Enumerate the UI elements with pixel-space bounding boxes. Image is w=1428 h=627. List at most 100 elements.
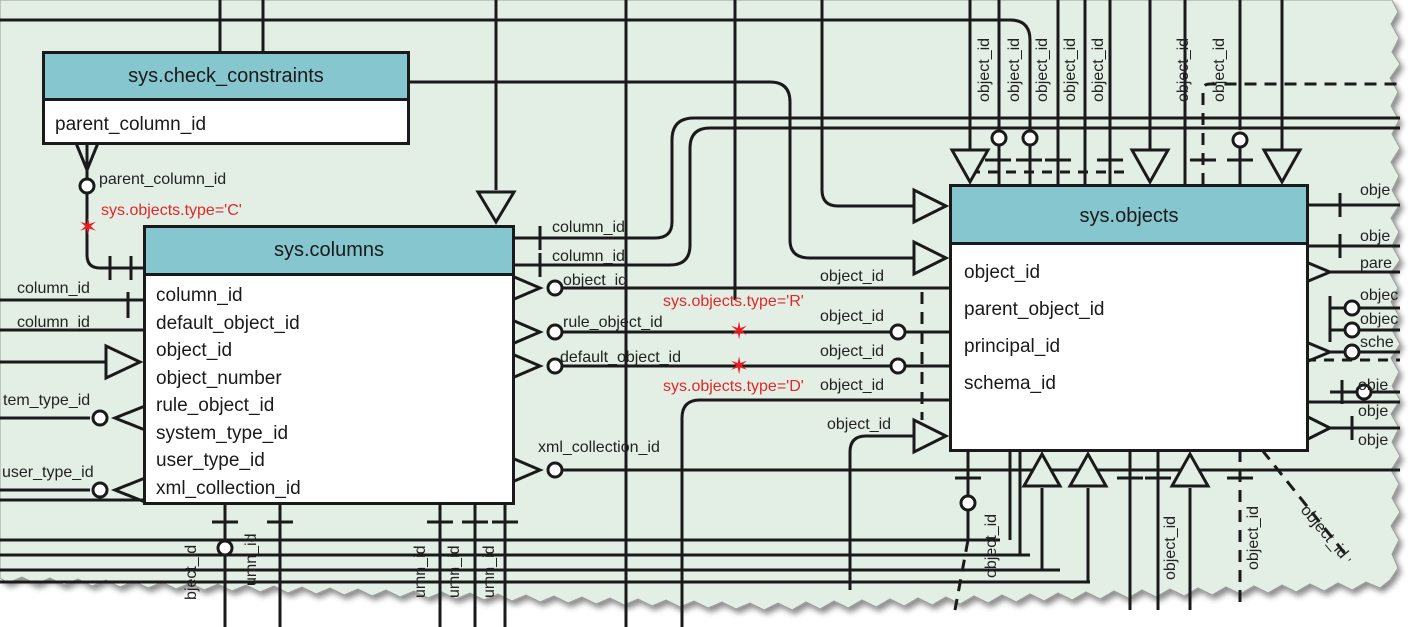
label-user-type-id: user_type_id [2,464,94,481]
optional-circle-right-1 [1343,299,1361,317]
label-column-id-right-2: column_id [552,248,625,265]
vlabel-object-id-bottom-3: object_id [1245,505,1262,570]
label-object-id-objects-1: object_id [820,268,885,285]
optional-circle-user-type [91,481,109,499]
triangle-objects-bottom-1 [1021,450,1063,488]
optional-circle-default [546,357,564,375]
triangle-objects-left-2 [912,239,950,277]
column-rule-object-id: rule_object_id [156,395,275,416]
optional-circle-rule-end [889,323,907,341]
optional-circle-right-2 [1343,321,1361,339]
label-right-objec-1: objec [1360,287,1399,304]
entity-check-constraints[interactable]: sys.check_constraints parent_column_id [42,51,410,145]
column-system-type-id: system_type_id [156,422,289,444]
crowfoot-right-1 [1305,260,1334,284]
optional-circle-obj-top-1 [990,129,1008,147]
column-schema-id: schema_id [964,373,1056,394]
optional-circle-obj-bottom [959,494,977,512]
triangle-objects-left-3 [912,417,950,455]
vlabel-umn-id-3: umn_id [446,545,463,598]
triangle-objects-left-1 [912,187,950,225]
label-right-obje-4: obje [1358,403,1389,420]
label-right-sche: sche [1360,334,1394,351]
label-left-column-id-1: column_id [17,280,90,297]
column-object-number: object_number [156,367,282,389]
optional-circle-obj-top-3 [1231,131,1249,149]
optional-circle-bottom [216,539,234,557]
loop-line-2 [512,126,1400,267]
obj-bottom-dashed-3 [1260,449,1352,561]
column-parent-object-id: parent_object_id [964,299,1105,320]
label-parent-column-id: parent_column_id [99,171,227,188]
entity-title: sys.columns [146,228,512,276]
crowfoot-system-type [110,404,146,432]
vlabel-object-id-7: object_id [1211,37,1228,102]
vlabel-umn-id-2: umn_id [412,545,429,598]
crowfoot-object-id [511,274,544,302]
check-to-columns-line [85,143,145,270]
column-object-id: object_id [964,262,1041,283]
column-principal-id: principal_id [964,336,1061,357]
top-vertical-6 [820,0,916,208]
column-xml-collection-id: xml_collection_id [156,477,301,499]
top-curve-1 [0,18,1032,130]
column-user-type-id: user_type_id [156,450,265,471]
label-constraint-type-r: sys.objects.type='R' [663,293,804,310]
vlabel-object-id-6: object_id [1175,37,1192,102]
triangle-columns-top [475,190,517,225]
entity-title: sys.objects [952,187,1306,245]
optional-circle-right-4 [1355,383,1373,401]
optional-circle-rule [546,323,564,341]
vlabel-object-id-1: object_id [976,37,993,102]
vlabel-object-id-bottom-1: object_id [983,513,1000,578]
entity-columns[interactable]: sys.columns column_id default_object_id … [143,225,515,505]
crowfoot-xml [511,456,544,484]
crowfoot-rule [511,318,544,346]
entity-objects[interactable]: sys.objects object_id parent_object_id p… [949,184,1309,452]
loop-line-1 [512,116,1400,240]
crowfoot-right-3 [1305,414,1334,442]
vlabel-object-id-bottom-2: object_id [1162,515,1179,580]
object-id-relation-5 [848,434,916,590]
label-left-column-id-2: column_id [17,314,90,331]
optional-circle-right-3 [1343,343,1361,361]
vlabel-umn-id-1: umn_id [243,533,260,586]
optional-circle-check [78,177,96,195]
crowfoot-user-type [110,476,146,504]
column-object-id: object_id [156,340,233,361]
column-parent-column-id: parent_column_id [55,114,207,135]
label-right-objec-2: objec [1360,311,1399,328]
optional-circle-xml [546,461,564,479]
vlabel-object-id-2: object_id [1006,37,1023,102]
vlabel-object-id-3: object_id [1034,37,1051,102]
column-column-id: column_id [156,285,243,306]
entity-title: sys.check_constraints [45,54,407,101]
obj-bottom-dashed-2 [953,539,970,611]
label-constraint-type-c: sys.objects.type='C' [101,202,242,219]
vlabel-object-id-4: object_id [1062,37,1079,102]
label-item-type-id: tem_type_id [3,392,91,409]
optional-circle-system-type [91,409,109,427]
label-object-id-objects-3: object_id [820,343,885,360]
label-column-id-right-1: column_id [552,219,625,236]
triangle-objects-top-3 [1261,148,1303,186]
optional-circle-default-end [889,357,907,375]
vlabel-umn-id-4: umn_id [481,545,498,598]
crowfoot-check [74,142,100,174]
label-xml-collection-id: xml_collection_id [538,439,660,456]
vlabel-object-id-5: object_id [1090,37,1107,102]
triangle-objects-bottom-2 [1067,450,1109,488]
dashed-top-right [1201,82,1400,185]
crowfoot-default [511,352,544,380]
label-right-obje-3: obje [1358,377,1389,394]
label-object-id-objects-4: object_id [820,377,885,394]
object-id-relation-4 [680,398,950,627]
label-right-obje-5: obje [1358,432,1389,449]
triangle-objects-top-2 [1129,148,1171,186]
label-object-id-objects-2: object_id [820,308,885,325]
label-right-pare: pare [1360,255,1393,272]
triangle-objects-bottom-3 [1169,450,1211,488]
label-object-id-objects-5: object_id [827,416,892,433]
label-right-obje-2: obje [1360,228,1391,245]
vlabel-bject-id: bject_id [183,544,200,600]
